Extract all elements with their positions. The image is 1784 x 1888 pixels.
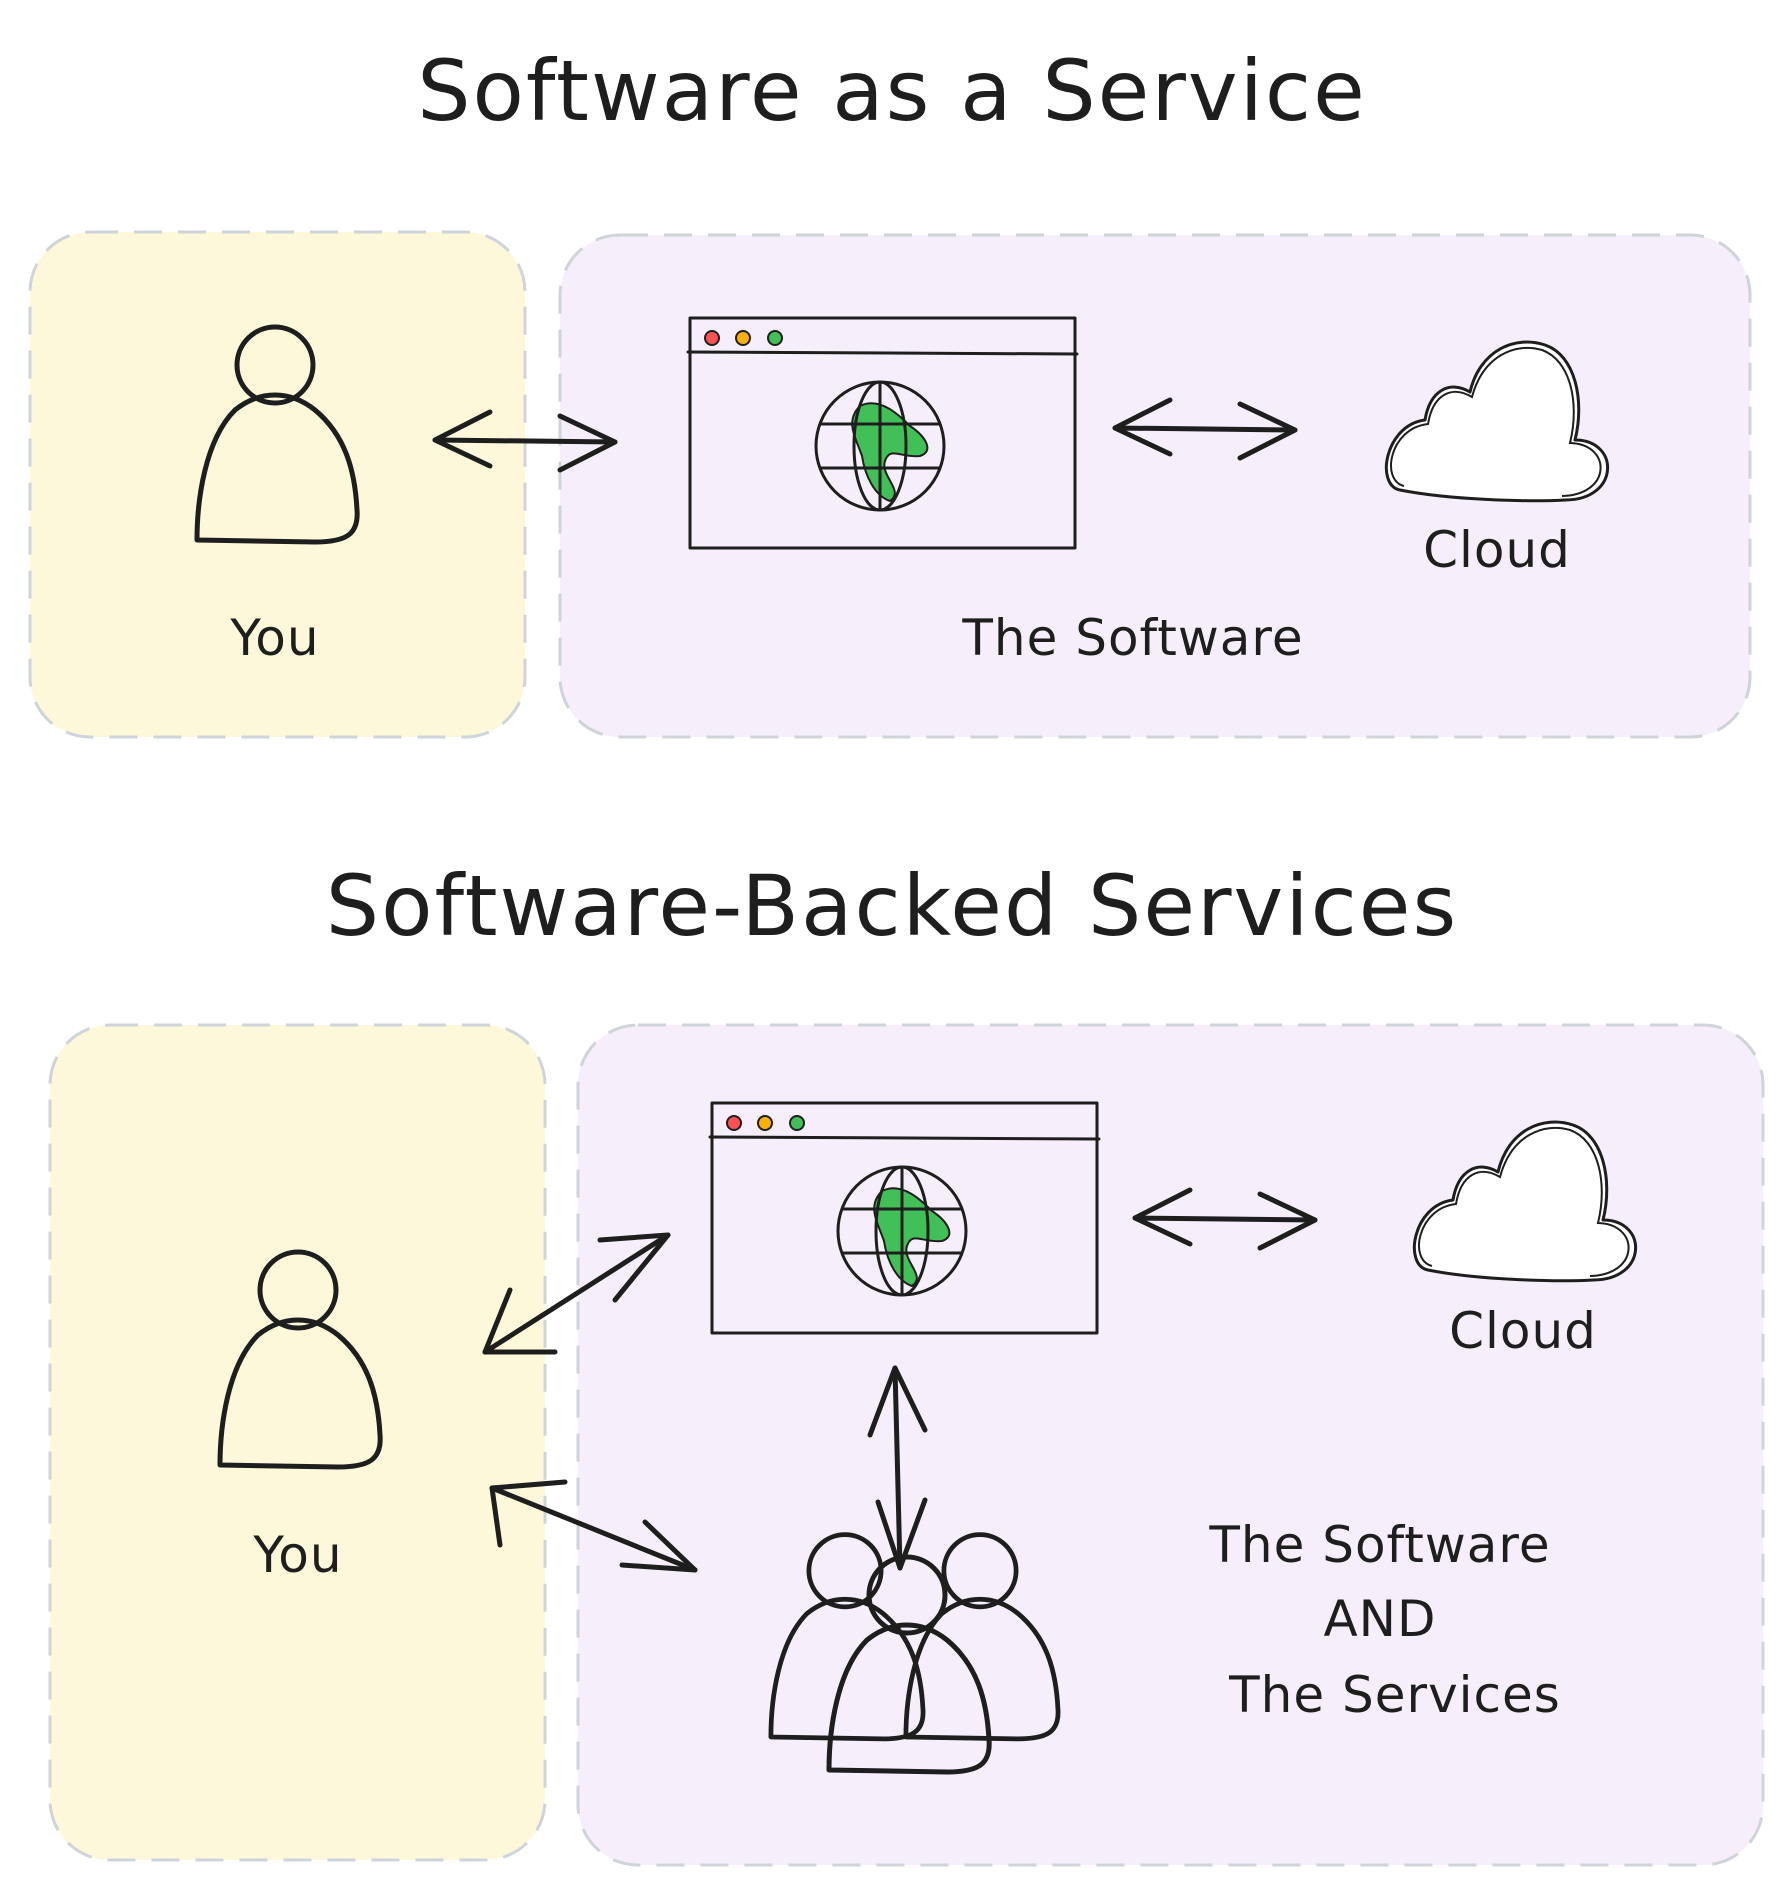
software-label-line: The Services: [1228, 1666, 1561, 1724]
cloud-label: Cloud: [1449, 1302, 1597, 1360]
software-label-line: AND: [1323, 1590, 1436, 1648]
diagram-title: Software-Backed Services: [326, 857, 1458, 955]
software-label: The Software: [961, 609, 1303, 667]
software-panel: [558, 233, 1752, 739]
you-panel: [28, 230, 527, 739]
diagram-saas: Software as a Service You Cloud The Soft…: [28, 42, 1752, 739]
double-arrow: [482, 1232, 671, 1355]
you-label: You: [229, 609, 319, 667]
double-arrow: [867, 1365, 928, 1571]
diagram-title: Software as a Service: [417, 42, 1367, 140]
you-label: You: [252, 1526, 342, 1584]
cloud-label: Cloud: [1423, 521, 1571, 579]
you-panel: [48, 1023, 547, 1862]
software-label-line: The Software: [1208, 1516, 1550, 1574]
diagram-software-backed-services: Software-Backed Services You Cloud: [48, 857, 1765, 1867]
double-arrow: [489, 1479, 698, 1573]
